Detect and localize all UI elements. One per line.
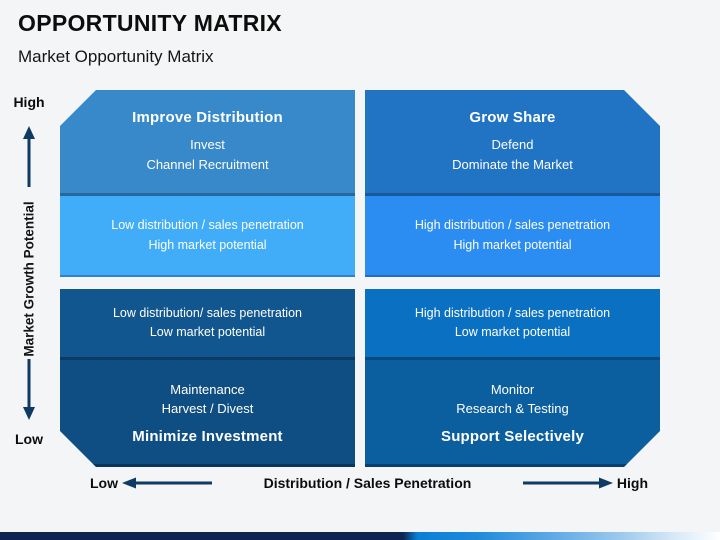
quadrant-title: Minimize Investment	[132, 427, 283, 445]
x-axis-high-label: High	[616, 475, 648, 491]
quadrant-line: Channel Recruitment	[146, 156, 269, 172]
footer-gradient-bar	[0, 532, 720, 540]
quadrant-minimize-investment: Maintenance Harvest / Divest Minimize In…	[60, 360, 355, 467]
quadrant-line: Monitor	[490, 381, 535, 397]
quadrant-line: Invest	[190, 137, 225, 152]
y-axis-title: Market Growth Potential	[21, 200, 37, 357]
band-line: High distribution / sales penetration	[414, 305, 611, 320]
y-axis-high-label: High	[13, 94, 45, 110]
quadrant-support-selectively: Monitor Research & Testing Support Selec…	[365, 360, 660, 467]
band-line: High market potential	[148, 237, 267, 252]
quadrant-line: Maintenance	[170, 381, 245, 397]
arrow-down-icon	[23, 359, 35, 420]
opportunity-matrix: Improve Distribution Invest Channel Recr…	[60, 90, 660, 467]
band-line: Low distribution / sales penetration	[111, 218, 304, 233]
x-axis-low-label: Low	[90, 475, 118, 491]
y-axis: High Market Growth Potential Low	[0, 90, 58, 467]
band-line: High distribution / sales penetration	[414, 218, 611, 233]
band-line: Low market potential	[454, 325, 571, 339]
arrow-left-icon	[122, 477, 212, 489]
page-title: OPPORTUNITY MATRIX	[18, 10, 282, 36]
band-low-dist-low-potential: Low distribution/ sales penetration Low …	[60, 289, 355, 360]
quadrant-title: Improve Distribution	[132, 109, 283, 126]
x-axis: Low Distribution / Sales Penetration Hig…	[60, 470, 660, 496]
band-low-dist-high-potential: Low distribution / sales penetration Hig…	[60, 196, 355, 277]
arrow-up-icon	[23, 126, 35, 187]
band-high-dist-high-potential: High distribution / sales penetration Hi…	[365, 196, 660, 277]
quadrant-line: Dominate the Market	[452, 156, 573, 172]
band-line: Low distribution/ sales penetration	[112, 305, 302, 320]
page-subtitle: Market Opportunity Matrix	[18, 47, 214, 66]
quadrant-improve-distribution: Improve Distribution Invest Channel Recr…	[60, 90, 355, 196]
quadrant-line: Defend	[491, 137, 534, 152]
arrow-right-icon	[522, 477, 613, 489]
quadrant-line: Research & Testing	[456, 401, 569, 416]
band-line: Low market potential	[149, 325, 266, 339]
x-axis-title: Distribution / Sales Penetration	[263, 475, 472, 491]
band-high-dist-low-potential: High distribution / sales penetration Lo…	[365, 289, 660, 360]
y-axis-low-label: Low	[15, 431, 43, 447]
quadrant-line: Harvest / Divest	[161, 401, 254, 416]
quadrant-title: Grow Share	[469, 109, 556, 126]
quadrant-title: Support Selectively	[440, 427, 584, 445]
quadrant-grow-share: Grow Share Defend Dominate the Market	[365, 90, 660, 196]
band-line: High market potential	[453, 237, 572, 252]
